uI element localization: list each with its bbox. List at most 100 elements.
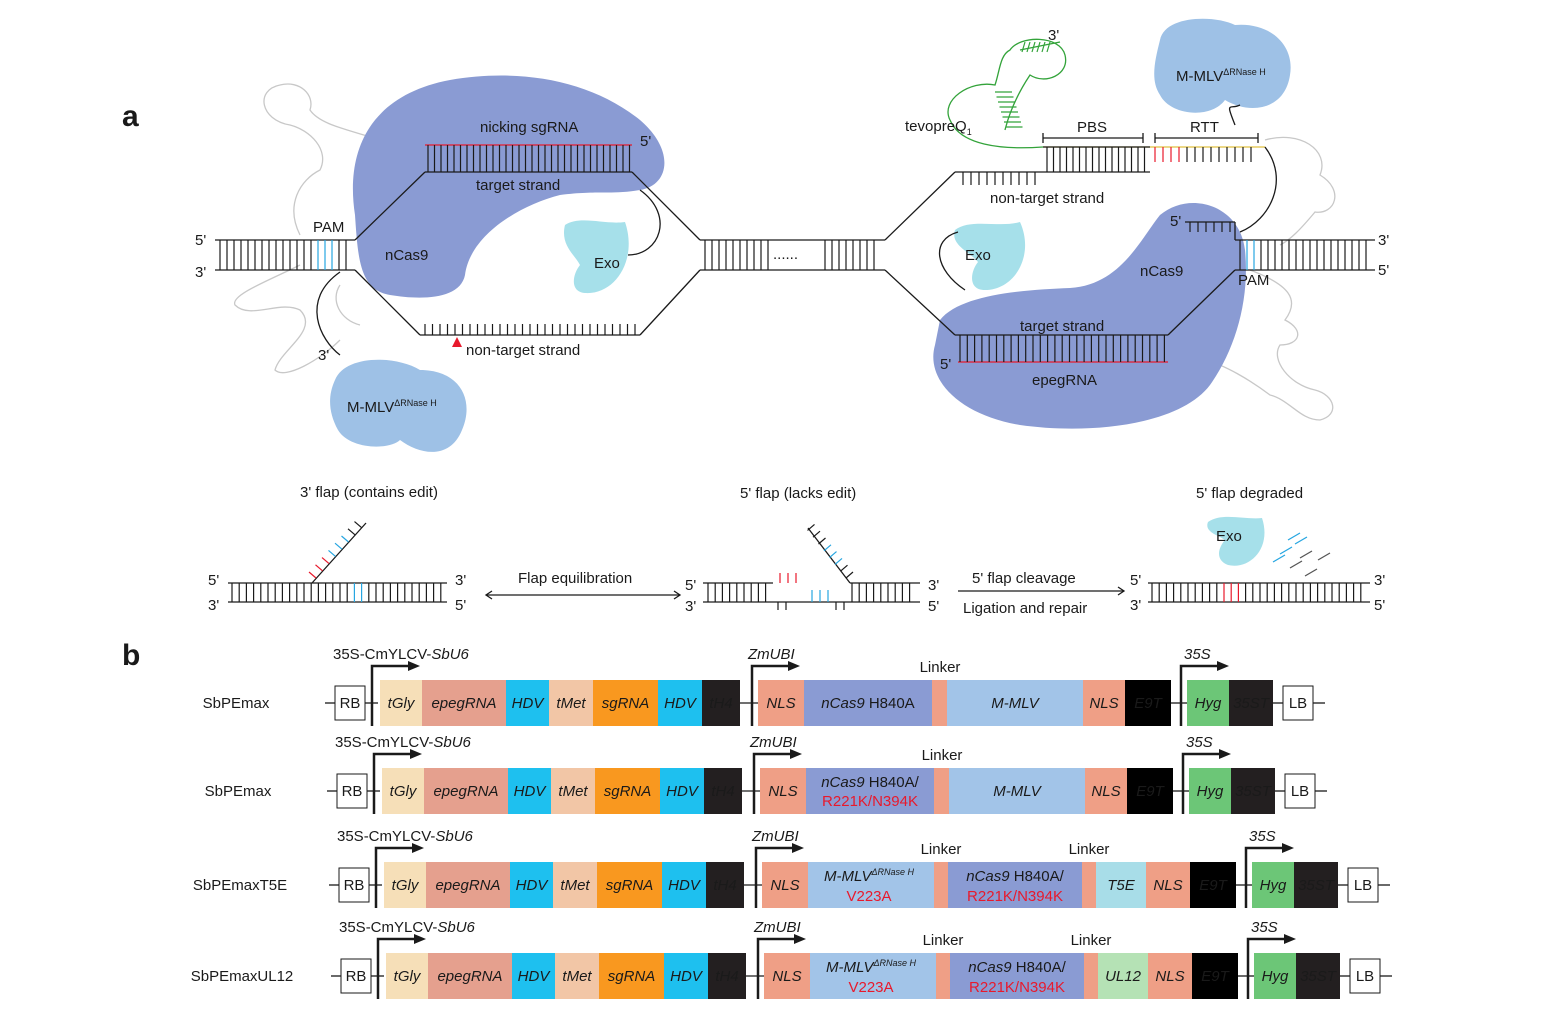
promoter-2-label: ZmUBI xyxy=(747,646,795,663)
segment-label: NLS xyxy=(1091,783,1120,800)
segment-label: tGly xyxy=(388,695,416,712)
segment-label: 35ST xyxy=(1235,783,1273,800)
flap1-five-r: 5' xyxy=(455,597,466,614)
segment-linker xyxy=(934,862,948,908)
ncas9-mutation: R221K/N394K xyxy=(822,793,918,810)
construct-name: SbPEmax xyxy=(205,783,272,800)
promoter-1-label: 35S-CmYLCV-SbU6 xyxy=(335,734,472,751)
flap2-three-r: 3' xyxy=(928,577,939,594)
flap2-five-r: 5' xyxy=(928,598,939,615)
segment-label: tH4 xyxy=(715,968,738,985)
segment-HDV xyxy=(660,768,704,814)
rb-label: RB xyxy=(342,783,363,800)
linker-label: Linker xyxy=(921,841,962,858)
segment-ncas9 xyxy=(804,680,932,726)
flap3-five-r: 5' xyxy=(1374,597,1385,614)
segment-35st xyxy=(1229,680,1273,726)
promoter-1-label: 35S-CmYLCV-SbU6 xyxy=(339,919,476,936)
segment-label: epegRNA xyxy=(437,968,502,985)
right-mmlv-label: M-MLVΔRNase H xyxy=(1176,67,1266,85)
rb-label: RB xyxy=(346,968,367,985)
promoter-2-label: ZmUBI xyxy=(751,828,799,845)
segment-linker xyxy=(1082,862,1096,908)
flap-rung xyxy=(823,544,832,552)
rb-box xyxy=(336,773,368,809)
right-three-prime: 3' xyxy=(1378,232,1389,249)
promoter-arrow xyxy=(374,846,412,908)
segment-label: epegRNA xyxy=(435,877,500,894)
segment-mmlv xyxy=(949,768,1085,814)
flap1-three-r: 3' xyxy=(455,572,466,589)
right-mmlv-blob xyxy=(1154,18,1291,113)
segment-label: NLS xyxy=(1153,877,1182,894)
segment-HDV xyxy=(506,680,549,726)
right-exo-label: Exo xyxy=(965,247,991,264)
promoter-arrowhead xyxy=(1284,934,1296,944)
lb-label: LB xyxy=(1291,783,1309,800)
right-non-target-label: non-target strand xyxy=(990,190,1104,207)
flap3-five: 5' xyxy=(1130,572,1141,589)
promoter-arrowhead xyxy=(410,749,422,759)
flap-rung xyxy=(812,530,821,538)
segment-tH4 xyxy=(704,768,742,814)
left-non-target-label: non-target strand xyxy=(466,342,580,359)
promoter-3-label: 35S xyxy=(1186,734,1213,751)
segment-e9t xyxy=(1127,768,1173,814)
segment-label: Hyg xyxy=(1197,783,1224,800)
segment-tGly xyxy=(382,768,424,814)
rb-label: RB xyxy=(344,877,365,894)
left-exo-label: Exo xyxy=(594,255,620,272)
green-rung xyxy=(1036,41,1041,53)
segment-label: E9T xyxy=(1136,783,1165,800)
right-five-prime: 5' xyxy=(1378,262,1389,279)
construct-name: SbPEmax xyxy=(203,695,270,712)
segment-label: HDV xyxy=(668,877,702,894)
lb-label: LB xyxy=(1289,695,1307,712)
segment-label: HDV xyxy=(664,695,698,712)
right-duplex xyxy=(884,104,1375,363)
segment-mmlv xyxy=(947,680,1083,726)
segment-label: sgRNA xyxy=(604,783,652,800)
mmlv-mutation: V223A xyxy=(846,888,891,905)
left-ncas9-label: nCas9 xyxy=(385,247,428,264)
segment-label: NLS xyxy=(768,783,797,800)
nick-marker xyxy=(452,337,462,347)
flap3-three-r: 3' xyxy=(1374,572,1385,589)
left-loop-three-prime: 3' xyxy=(318,347,329,364)
left-five-prime-top: 5' xyxy=(640,133,651,150)
segment-epegRNA xyxy=(422,680,506,726)
flap-arrow-2-bottom: Ligation and repair xyxy=(963,600,1087,617)
lb-label: LB xyxy=(1356,968,1374,985)
ncas9-label: nCas9 H840A/ xyxy=(968,959,1066,976)
segment-sgRNA xyxy=(599,953,664,999)
flap-duplexes xyxy=(228,522,1370,603)
segment-HDV xyxy=(658,680,702,726)
linker-label: Linker xyxy=(923,932,964,949)
segment-label: HDV xyxy=(514,783,548,800)
mmlv-label: M-MLVΔRNase H xyxy=(824,867,915,885)
segment-HDV xyxy=(664,953,708,999)
segment-label: sgRNA xyxy=(608,968,656,985)
segment-label: HDV xyxy=(666,783,700,800)
rtt-label: RTT xyxy=(1190,119,1219,136)
right-three-prime-top: 3' xyxy=(1048,27,1059,44)
promoter-arrowhead xyxy=(414,934,426,944)
flap-rung xyxy=(818,537,826,545)
ncas9-label: nCas9 H840A xyxy=(821,695,914,712)
segment-hyg xyxy=(1254,953,1296,999)
segment-label: tGly xyxy=(390,783,418,800)
segment-label: HDV xyxy=(516,877,550,894)
segment-HDV xyxy=(510,862,553,908)
promoter-arrowhead xyxy=(788,661,800,671)
segment-label: Hyg xyxy=(1195,695,1222,712)
left-scaffold xyxy=(234,83,421,374)
promoter-2-label: ZmUBI xyxy=(749,734,797,751)
right-scaffold xyxy=(1204,136,1336,421)
tevopreq-label: tevopreQ1 xyxy=(905,118,972,137)
segment-e9t xyxy=(1125,680,1171,726)
segment-HDV xyxy=(512,953,555,999)
segment-tH4 xyxy=(708,953,746,999)
segment-label: HDV xyxy=(518,968,552,985)
